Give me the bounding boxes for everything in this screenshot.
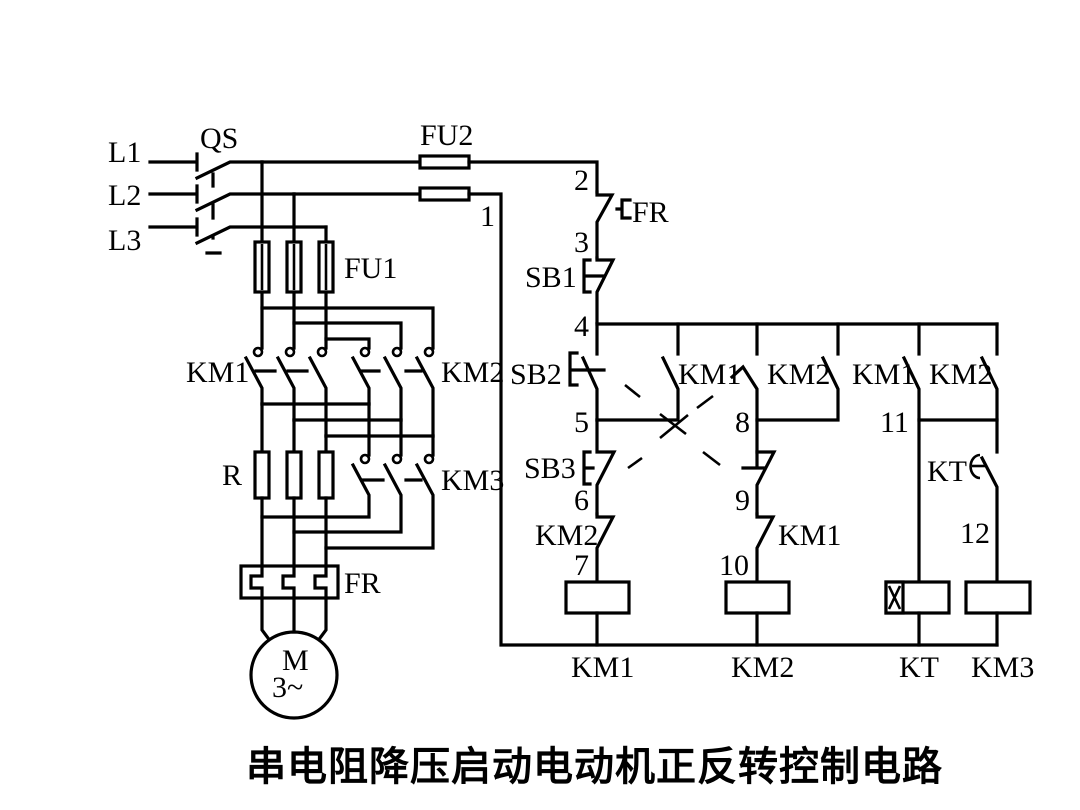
km1-hold-label: KM1 bbox=[678, 358, 741, 391]
node-label-3: 3 bbox=[574, 226, 589, 259]
node-label-2: 2 bbox=[574, 164, 589, 197]
stop-button-label: SB1 bbox=[525, 261, 577, 294]
fr-nc-contact bbox=[595, 190, 632, 260]
stop-button-sb1[interactable] bbox=[582, 256, 616, 324]
motor: M 3~ bbox=[249, 630, 339, 720]
contact-label-km3-main: KM3 bbox=[441, 464, 504, 497]
diagram-title: 串电阻降压启动电动机正反转控制电路 bbox=[246, 744, 943, 790]
line-label-l2: L2 bbox=[108, 179, 141, 212]
fuse-label-fu2: FU2 bbox=[420, 119, 473, 152]
fuse-fu1 bbox=[253, 240, 335, 294]
line-label-l1: L1 bbox=[108, 136, 141, 169]
node-label-9: 9 bbox=[735, 484, 750, 517]
coil-label-kt: KT bbox=[899, 651, 939, 684]
km1-nc-contact bbox=[755, 512, 776, 584]
km2-interlock-label: KM2 bbox=[535, 519, 598, 552]
km1-interlock-label: KM1 bbox=[778, 519, 841, 552]
km3-main-contacts bbox=[260, 453, 435, 550]
forward-button-label: SB2 bbox=[510, 358, 562, 391]
main-circuit: L1 L2 L3 QS FU2 bbox=[108, 119, 504, 720]
thermal-relay-label-fr: FR bbox=[344, 567, 381, 600]
coil-label-km3: KM3 bbox=[971, 651, 1034, 684]
node-label-10: 10 bbox=[719, 549, 749, 582]
coil-km3 bbox=[964, 580, 1032, 647]
reverse-button-sb3[interactable] bbox=[582, 418, 617, 516]
coil-km2 bbox=[724, 580, 791, 647]
kt-timer-contact bbox=[969, 418, 999, 584]
node-label-4: 4 bbox=[574, 310, 589, 343]
resistor-label-r: R bbox=[222, 459, 242, 492]
km2-hold-label: KM2 bbox=[767, 358, 830, 391]
control-circuit: 1 2 FR 3 SB1 4 SB2 5 bbox=[467, 160, 1034, 684]
km2-branch-contact bbox=[755, 355, 840, 422]
line-label-l3: L3 bbox=[108, 224, 141, 257]
coil-km1 bbox=[564, 580, 631, 647]
wire-node-2 bbox=[467, 160, 599, 194]
km2-nc-interlock bbox=[595, 512, 616, 584]
forward-button-sb2[interactable] bbox=[568, 351, 606, 422]
qs-switch[interactable] bbox=[148, 152, 328, 255]
coil-label-km1: KM1 bbox=[571, 651, 634, 684]
km1-hold-contact bbox=[595, 355, 680, 422]
node-label-11: 11 bbox=[880, 406, 909, 439]
km1-nc-interlock bbox=[741, 450, 777, 516]
coil-label-km2: KM2 bbox=[731, 651, 794, 684]
contact-label-km2-main: KM2 bbox=[441, 356, 504, 389]
node-label-1: 1 bbox=[480, 200, 495, 233]
km2-aux-contact bbox=[917, 355, 999, 422]
km2-hold-contact bbox=[729, 364, 759, 469]
km2-aux-label: KM2 bbox=[929, 358, 992, 391]
node-label-6: 6 bbox=[574, 484, 589, 517]
motor-phase: 3~ bbox=[272, 671, 303, 704]
node-label-5: 5 bbox=[574, 406, 589, 439]
fuse-fu2 bbox=[418, 154, 471, 202]
km1-aux-contact bbox=[901, 355, 921, 584]
fr-contact-label: FR bbox=[632, 196, 669, 229]
node-label-12: 12 bbox=[960, 517, 990, 550]
coil-kt bbox=[884, 580, 951, 647]
kt-contact-label: KT bbox=[927, 455, 967, 488]
contact-label-km1-main: KM1 bbox=[186, 356, 249, 389]
resistor-r bbox=[253, 450, 335, 500]
km1-main-contacts bbox=[243, 346, 328, 438]
mechanical-interlock bbox=[624, 383, 721, 470]
km1-aux-label: KM1 bbox=[852, 358, 915, 391]
node-label-7: 7 bbox=[574, 549, 589, 582]
thermal-relay-fr bbox=[239, 564, 340, 600]
switch-label-qs: QS bbox=[200, 122, 238, 155]
motor-symbol: M bbox=[282, 644, 309, 677]
km2-main-contacts bbox=[350, 346, 435, 438]
node-label-8: 8 bbox=[735, 406, 750, 439]
reverse-button-label: SB3 bbox=[524, 452, 576, 485]
wire-node-1-return bbox=[467, 192, 999, 647]
fuse-label-fu1: FU1 bbox=[344, 252, 397, 285]
